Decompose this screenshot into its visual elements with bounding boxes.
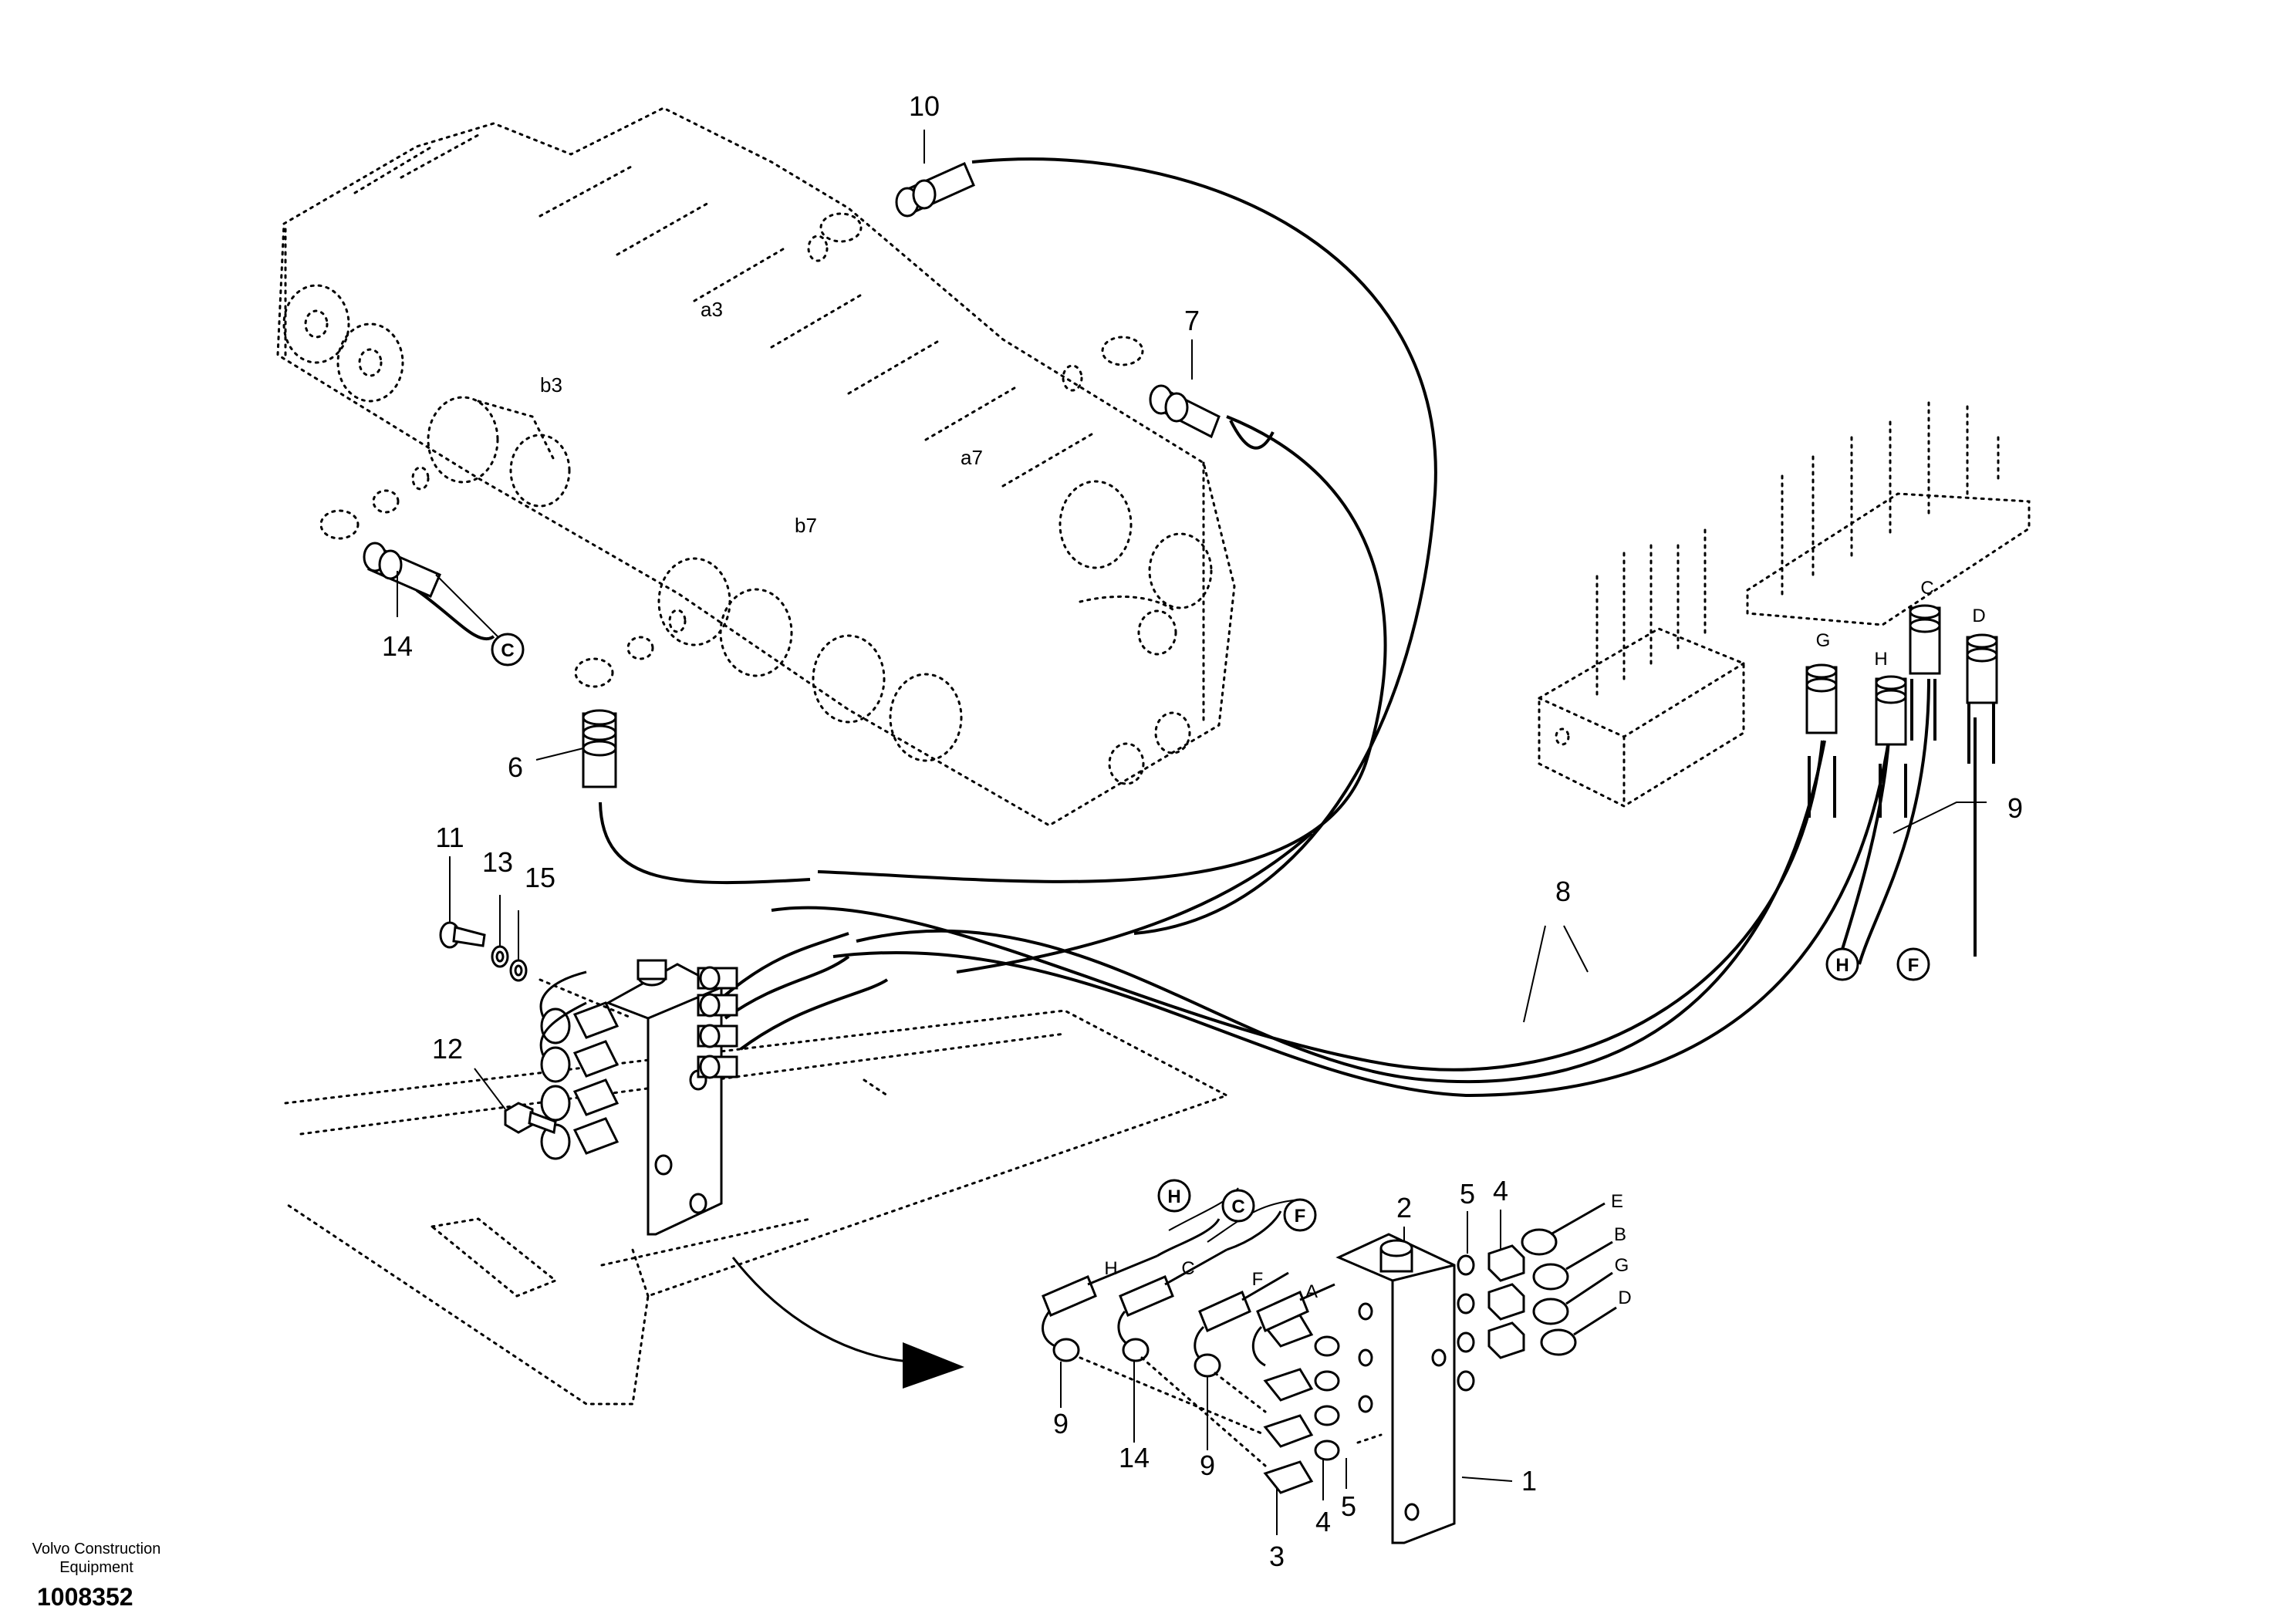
- callout-6: 6: [508, 751, 523, 783]
- callout-9-middle: 9: [1200, 1450, 1215, 1481]
- port-label-a-detail: A: [1305, 1281, 1318, 1302]
- callout-10: 10: [909, 90, 940, 122]
- callout-1: 1: [1521, 1465, 1537, 1497]
- zone-label-b3: b3: [540, 373, 562, 397]
- callout-5-bottom: 5: [1341, 1490, 1356, 1522]
- port-label-g: G: [1816, 630, 1831, 651]
- pilot-manifold-blocks: [1538, 400, 2031, 808]
- callout-2: 2: [1396, 1192, 1412, 1223]
- port-label-d-detail: D: [1618, 1288, 1631, 1308]
- svg-text:C: C: [501, 640, 514, 661]
- circle-ref-f-right: F: [1896, 947, 1930, 981]
- callout-14-detail: 14: [1119, 1442, 1150, 1473]
- callout-13: 13: [482, 846, 513, 878]
- document-id: 1008352: [37, 1583, 133, 1611]
- port-label-c-detail: C: [1181, 1258, 1194, 1279]
- hose-lines: [415, 157, 1995, 1098]
- circle-ref-h-right: H: [1825, 947, 1859, 981]
- callout-12: 12: [432, 1033, 463, 1065]
- valve-port-adapters: [319, 212, 1144, 688]
- callout-14: 14: [382, 630, 413, 662]
- junction-block-upper: [539, 959, 738, 1236]
- machine-frame-outline: [284, 1009, 1230, 1406]
- callout-9: 9: [2007, 792, 2023, 824]
- port-label-c: C: [1920, 578, 1933, 599]
- brand-caption: Volvo Construction Equipment: [15, 1540, 177, 1577]
- port-label-d: D: [1972, 606, 1985, 626]
- zone-label-b7: b7: [795, 514, 817, 537]
- zone-label-a7: a7: [961, 446, 983, 469]
- callout-7: 7: [1184, 305, 1200, 336]
- circle-ref-c-left: C: [435, 574, 525, 667]
- leader-lines: [397, 130, 1987, 1535]
- port-label-h-detail: H: [1104, 1258, 1117, 1279]
- hose-fittings: [363, 162, 1998, 788]
- port-label-g-detail: G: [1615, 1255, 1629, 1276]
- control-valve-outline: [276, 106, 1236, 827]
- svg-text:C: C: [1231, 1196, 1244, 1217]
- svg-text:F: F: [1295, 1206, 1306, 1227]
- fasteners: [439, 921, 557, 1135]
- port-label-e: E: [1611, 1191, 1623, 1212]
- svg-text:F: F: [1908, 955, 1920, 976]
- callout-11: 11: [435, 822, 464, 853]
- port-label-f-detail: F: [1252, 1269, 1264, 1290]
- callout-3: 3: [1269, 1541, 1285, 1572]
- circle-ref-h-detail: H: [1157, 1179, 1191, 1213]
- brand-line-1: Volvo Construction: [32, 1541, 161, 1558]
- callout-9-left: 9: [1053, 1408, 1069, 1439]
- port-label-h: H: [1874, 649, 1887, 670]
- callout-4-bottom: 4: [1315, 1506, 1331, 1537]
- exploded-detail-view: [731, 1202, 1617, 1544]
- zone-label-a3: a3: [701, 298, 723, 321]
- svg-text:H: H: [1167, 1186, 1180, 1207]
- circle-ref-f-detail: F: [1283, 1198, 1317, 1232]
- callout-15: 15: [525, 862, 555, 893]
- brand-line-2: Equipment: [59, 1559, 133, 1576]
- callout-8: 8: [1555, 876, 1571, 907]
- callout-5-top: 5: [1460, 1178, 1475, 1210]
- callout-4-top: 4: [1493, 1175, 1508, 1207]
- port-label-b: B: [1614, 1224, 1626, 1245]
- circle-ref-c-detail: C: [1221, 1189, 1255, 1223]
- svg-text:H: H: [1835, 955, 1849, 976]
